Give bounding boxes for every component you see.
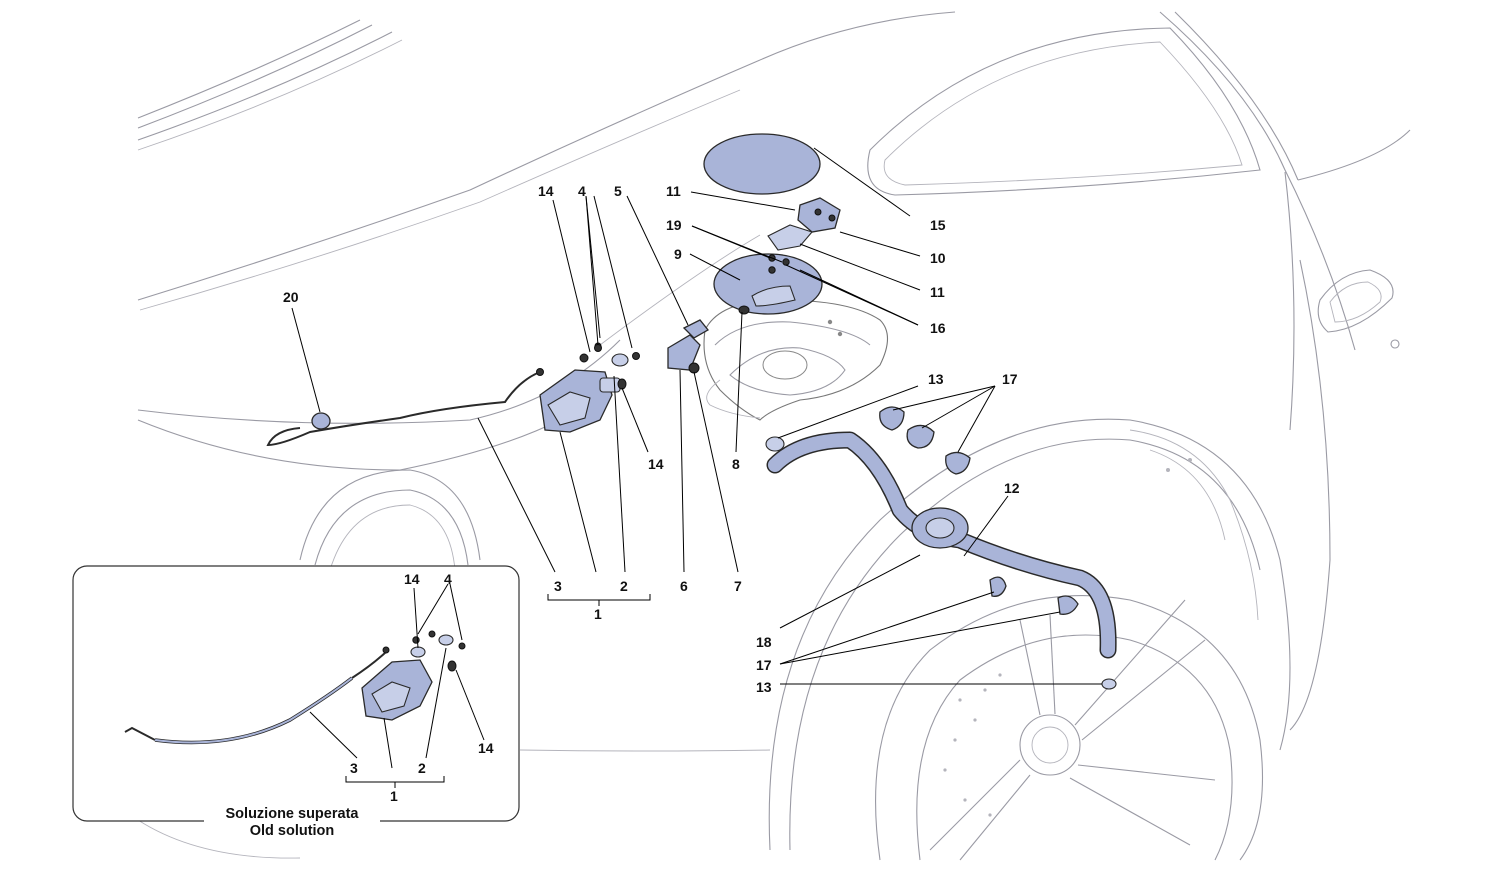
- inset-frame: [72, 565, 520, 822]
- part-13-clamp: [765, 436, 785, 452]
- callout-8: 8: [732, 456, 740, 472]
- callout-9: 9: [674, 246, 682, 262]
- inset-old-solution: 14 4 14 3 2 1 Soluzione superata Old sol…: [72, 565, 520, 840]
- callout-14-top: 14: [538, 183, 554, 199]
- part-14-washer: [617, 378, 627, 390]
- part-17-clips: [879, 406, 1079, 615]
- inset-callout-4: 4: [444, 571, 452, 587]
- callout-14-mid: 14: [648, 456, 664, 472]
- callout-15: 15: [930, 217, 946, 233]
- inset-callout-2: 2: [418, 760, 426, 776]
- inset-caption-italian: Soluzione superata: [226, 806, 360, 822]
- callout-2: 2: [620, 578, 628, 594]
- part-15-fuel-flap: [703, 133, 821, 195]
- fuel-filler-housing: [703, 299, 889, 421]
- inset-callout-14-right: 14: [478, 740, 494, 756]
- callout-4-top: 4: [578, 183, 586, 199]
- callout-7: 7: [734, 578, 742, 594]
- callout-1: 1: [594, 606, 602, 622]
- inset-actuator: [361, 630, 466, 721]
- hinge-bracket: [767, 224, 813, 251]
- part-4-screws: [594, 344, 640, 367]
- part-3-release-cable: [266, 371, 541, 447]
- callout-3: 3: [554, 578, 562, 594]
- callout-5: 5: [614, 183, 622, 199]
- part-13-clamp-lower: [1101, 678, 1117, 690]
- callout-12: 12: [1004, 480, 1020, 496]
- part-8-pin: [738, 305, 750, 315]
- leader-lines: [291, 147, 1102, 685]
- part-1-actuator: [539, 342, 621, 433]
- callout-20: 20: [283, 289, 299, 305]
- callout-11-right: 11: [930, 284, 945, 300]
- inset-callout-3: 3: [350, 760, 358, 776]
- inset-caption-english: Old solution: [250, 823, 335, 839]
- inset-callout-1: 1: [390, 788, 398, 804]
- callout-labels: 14 4 5 11 19 9 15 10 11 16 20 13 17 14 8…: [283, 183, 1020, 695]
- car-body-outline: [137, 11, 1411, 861]
- callout-6: 6: [680, 578, 688, 594]
- part-7-bump-stop: [688, 362, 700, 374]
- callout-11-top: 11: [666, 183, 681, 199]
- callout-17-bottom: 17: [756, 657, 772, 673]
- inset-callout-14-top: 14: [404, 571, 420, 587]
- callout-18: 18: [756, 634, 772, 650]
- part-9-flap-plate: [713, 253, 823, 315]
- callout-19: 19: [666, 217, 682, 233]
- callout-16: 16: [930, 320, 946, 336]
- part-6-bracket: [667, 319, 709, 371]
- part-10-hinge: [797, 197, 841, 233]
- callout-17-top: 17: [1002, 371, 1018, 387]
- callout-10: 10: [930, 250, 946, 266]
- callout-13-bottom: 13: [756, 679, 772, 695]
- callout-13-top: 13: [928, 371, 944, 387]
- part-20-grommet: [311, 412, 331, 430]
